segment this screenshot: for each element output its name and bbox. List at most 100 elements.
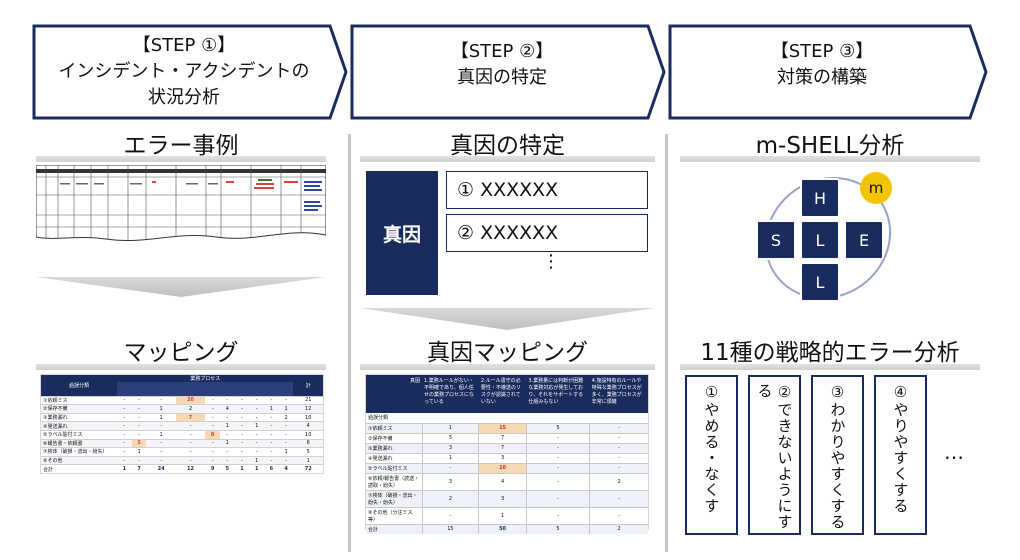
- map2-cell: 5: [525, 523, 590, 534]
- map2-cell: 50: [478, 523, 527, 534]
- map1-cell: 10: [293, 429, 323, 440]
- map1-cell: 1: [278, 447, 294, 457]
- map1-col-header: [235, 382, 250, 396]
- shell-s: S: [756, 220, 796, 260]
- map1-cell: 1: [249, 455, 265, 465]
- shell-l-center: L: [800, 220, 840, 260]
- map1-cell: -: [146, 421, 176, 431]
- root-cause-mapping-table: 真因 1.業務ルールがない・不明確であり、個人任せの業務プロセスになっている 2…: [365, 374, 649, 534]
- map1-cell: 4: [293, 421, 323, 431]
- root-cause-label: 真因: [366, 171, 438, 295]
- map2-cell: -: [525, 472, 590, 490]
- map1-row-label: ⑧その他: [41, 455, 117, 465]
- map1-cell: -: [146, 438, 176, 448]
- map1-cell: 1: [234, 464, 250, 473]
- map1-row-label: ⑤ラベル貼付ミス: [41, 429, 117, 440]
- shell-h: H: [800, 178, 840, 218]
- section-rule: [360, 364, 655, 370]
- map1-cell: -: [205, 438, 220, 448]
- map1-cell: -: [249, 429, 265, 440]
- map1-row: ⑥報告書・依頼書-5---1----6: [41, 438, 323, 448]
- map1-cell: -: [175, 421, 206, 431]
- step-1-tag: 【STEP ①】: [132, 35, 236, 56]
- map1-row-label: ④発送漏れ: [41, 421, 117, 431]
- step-3-chevron: 【STEP ③】 対策の構築: [668, 24, 990, 120]
- map1-cell: 1: [264, 404, 279, 414]
- map2-cell: 5: [525, 422, 590, 433]
- map1-cell: -: [117, 438, 132, 448]
- m-shell-title: m-SHELL分析: [755, 133, 905, 159]
- map1-col-header: [176, 382, 205, 396]
- strategy-card-text: ④やりやすくする: [891, 383, 910, 514]
- map1-cell: 1: [146, 429, 176, 440]
- map2-cell: -: [525, 442, 590, 453]
- map1-cell: -: [205, 421, 220, 431]
- map1-cell: 5: [293, 447, 323, 457]
- section-rule: [680, 156, 980, 162]
- map1-cell: -: [175, 447, 206, 457]
- map1-row: ⑤ラベル貼付ミス--1-8-----10: [41, 429, 323, 440]
- map1-cell: 8: [205, 429, 220, 440]
- map1-cell: 1: [146, 404, 176, 414]
- map1-col-header: [264, 382, 279, 396]
- shell-e: E: [844, 220, 884, 260]
- map1-cell: -: [146, 395, 176, 405]
- map1-cell: -: [234, 438, 250, 448]
- map2-row-label: ③業務漏れ: [366, 442, 422, 453]
- map1-cell: -: [205, 412, 220, 422]
- map2-row-label: ⑤ラベル貼付ミス: [366, 462, 422, 473]
- map1-row-label: ①依頼ミス: [41, 395, 117, 405]
- map2-row-header: 過誤分類: [368, 415, 389, 422]
- map2-cell: 2: [589, 472, 648, 490]
- column-divider-1: [348, 134, 351, 552]
- map1-cell: -: [205, 455, 220, 465]
- map2-corner: 真因: [409, 378, 420, 384]
- map1-col-header: [117, 382, 132, 396]
- map2-cell: -: [589, 442, 648, 453]
- map1-cell: 1: [249, 464, 265, 473]
- error-example-document: [36, 165, 326, 245]
- map1-cell: 1: [278, 404, 294, 414]
- map2-header-1: 1.業務ルールがない・不明確であり、個人任せの業務プロセスになっている: [424, 378, 475, 405]
- map1-cell: -: [117, 412, 132, 422]
- map1-total-header: 計: [305, 382, 311, 389]
- shell-l-bottom: L: [800, 262, 840, 302]
- map1-cell: -: [278, 395, 294, 405]
- map1-cell: -: [131, 412, 147, 422]
- map1-row: ④発送漏れ-----1-1--4: [41, 421, 323, 431]
- map1-cell: -: [234, 412, 250, 422]
- map1-cell: -: [264, 395, 279, 405]
- map1-cell: -: [219, 447, 235, 457]
- more-cards-ellipsis: …: [944, 440, 964, 464]
- strategy-card-1: ①やめる・なくす: [685, 375, 738, 535]
- map2-header-3: 3.業務量には判断が困難な業務対応が発生しており、それをサポートする仕組みもない: [528, 378, 584, 405]
- map2-row-label: ⑥依頼/報告書（読送・読取・紛失）: [366, 472, 422, 490]
- map1-cell: -: [175, 455, 206, 465]
- map1-cell: -: [249, 412, 265, 422]
- map1-cell: -: [278, 455, 294, 465]
- map1-cell: 6: [264, 464, 279, 473]
- map1-cell: 12: [175, 464, 206, 473]
- error-examples-title: エラー事例: [123, 133, 239, 159]
- map1-cell: -: [117, 395, 132, 405]
- map2-cell: 1: [421, 452, 479, 463]
- map1-cell: 9: [205, 464, 220, 473]
- map2-cell: 3: [421, 472, 479, 490]
- map1-group-header: 業務プロセス: [190, 376, 221, 382]
- map2-row-label: 合計: [366, 523, 422, 534]
- map2-cell: -: [589, 452, 648, 463]
- map1-cell: -: [264, 438, 279, 448]
- root-cause-item-1: ① XXXXXX: [446, 171, 648, 209]
- section-rule: [360, 156, 655, 162]
- map1-row-label: ②保存不備: [41, 404, 117, 414]
- map1-cell: -: [278, 438, 294, 448]
- map1-cell: -: [234, 395, 250, 405]
- down-arrow-icon: [36, 277, 326, 297]
- map1-row: ⑧その他-------1--1: [41, 455, 323, 465]
- map2-cell: -: [589, 432, 648, 443]
